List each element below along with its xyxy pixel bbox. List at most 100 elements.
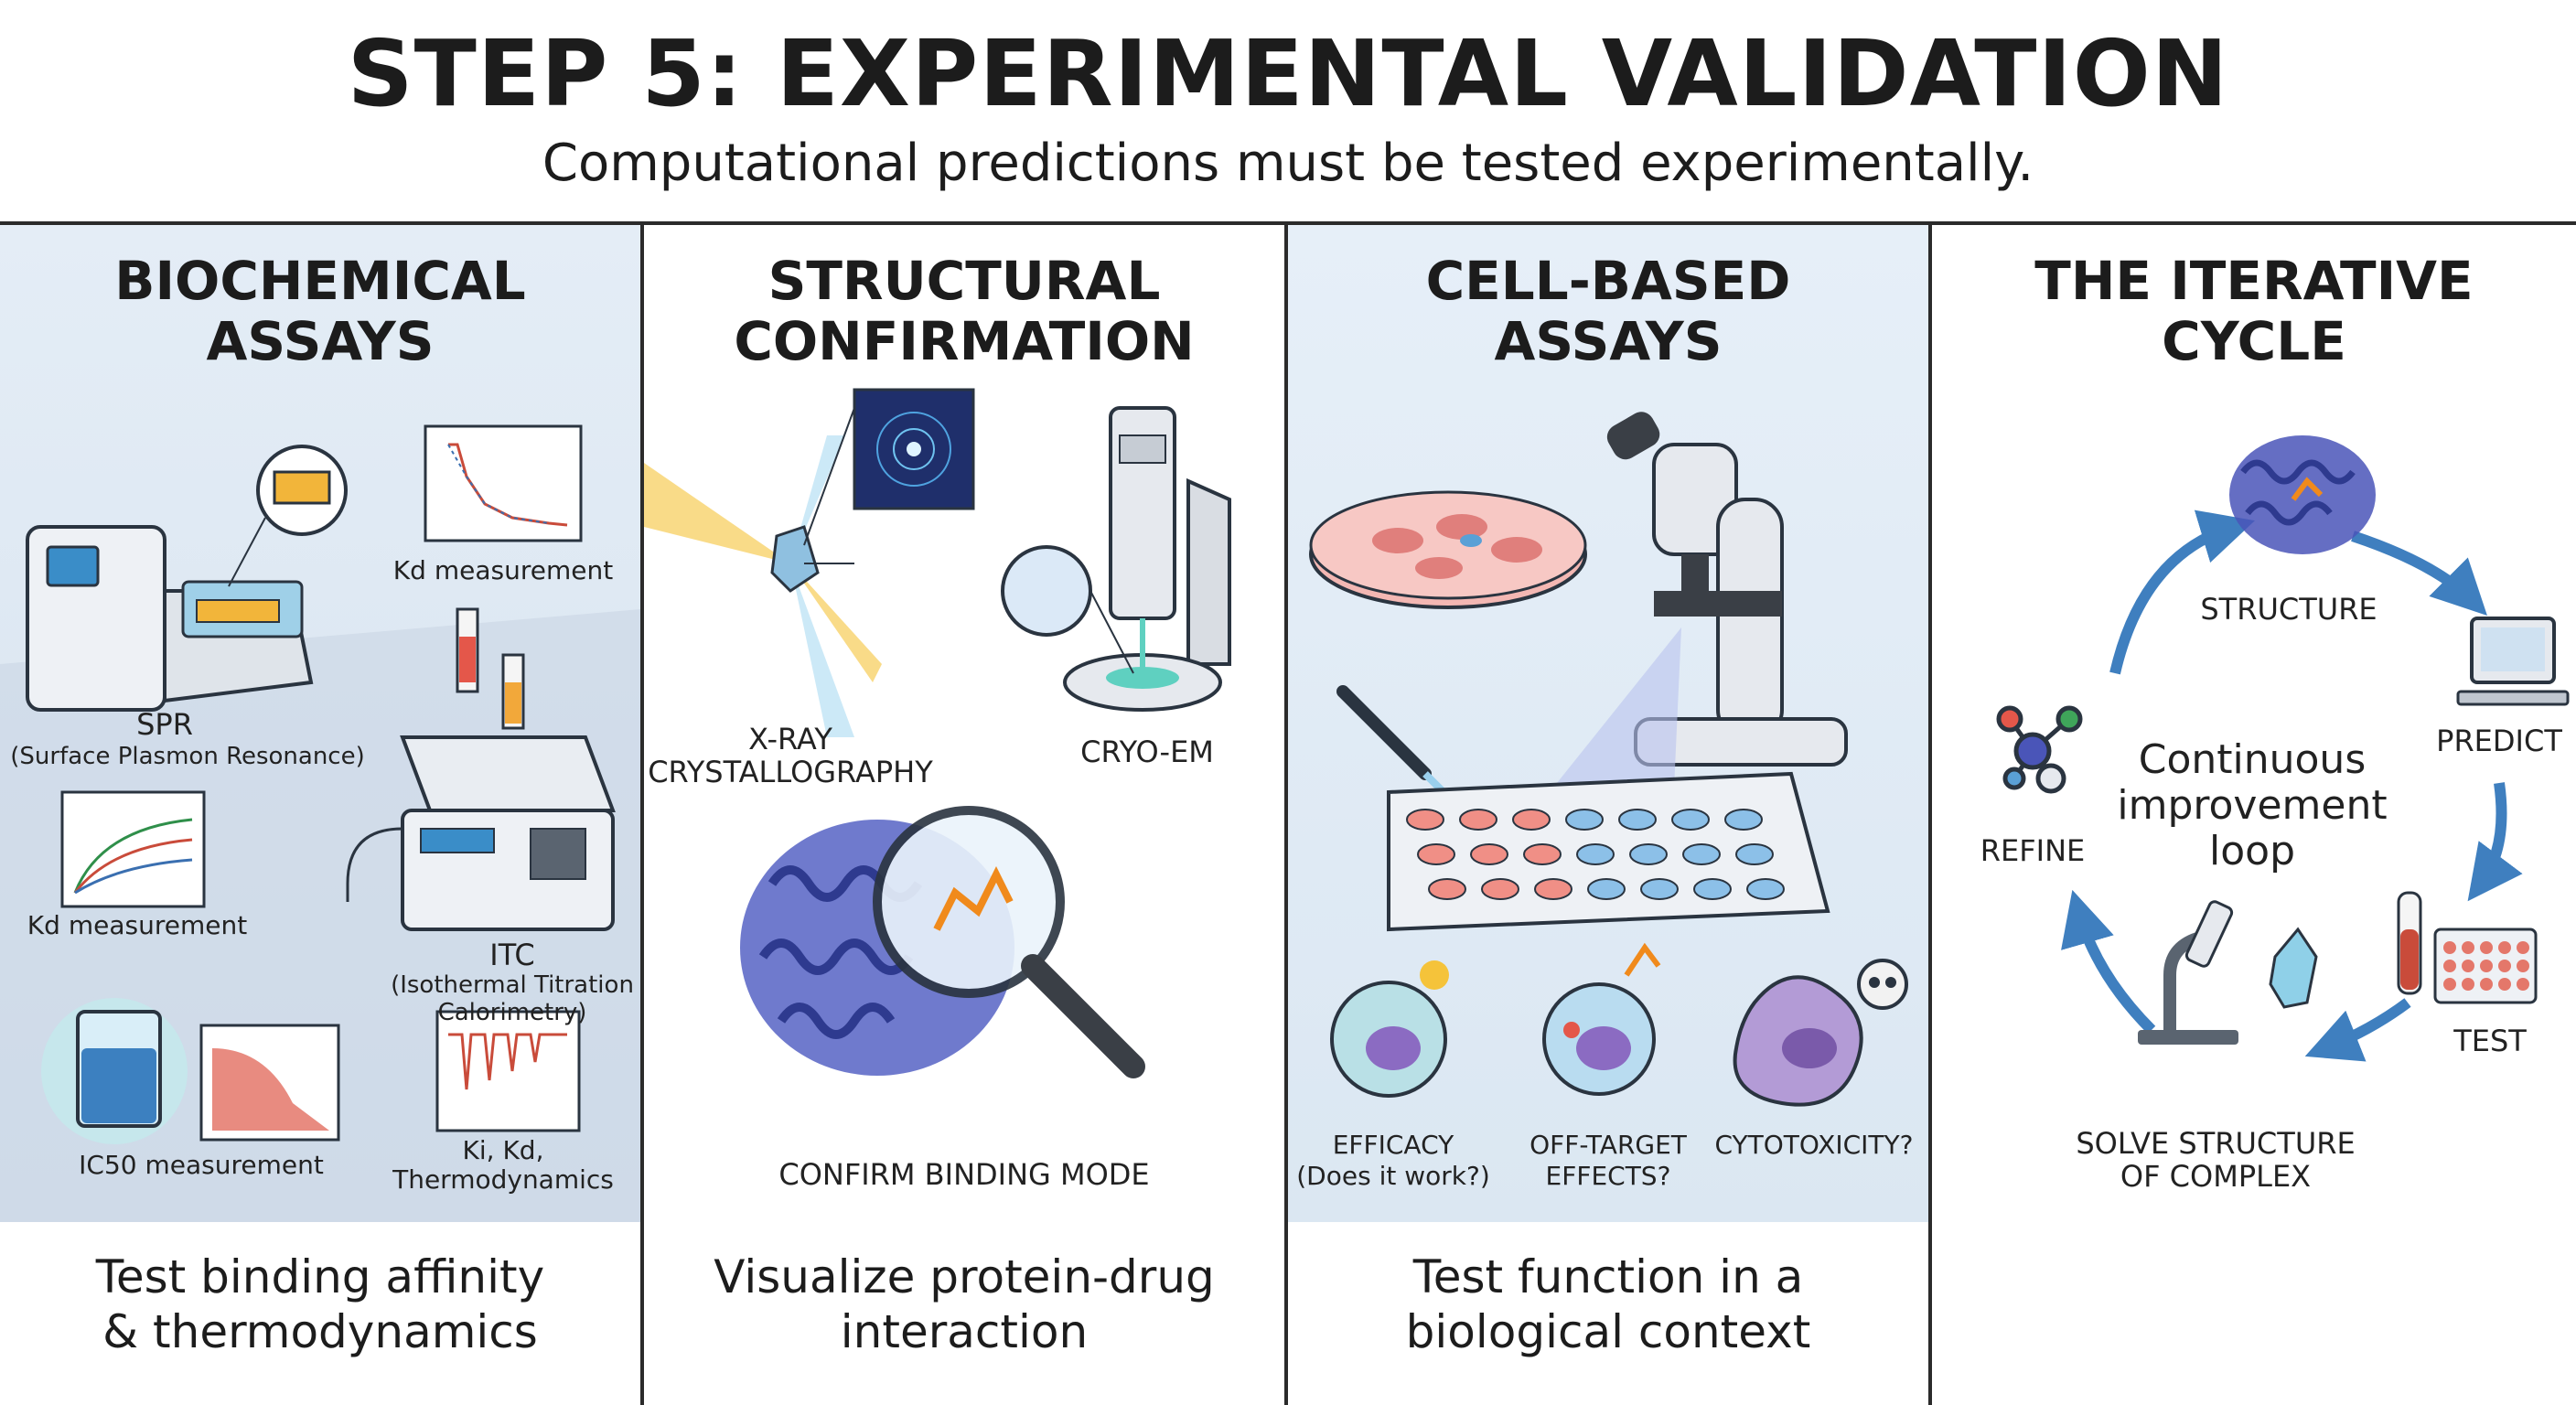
well	[2517, 960, 2529, 972]
panel-title-line: CELL-BASED	[1425, 250, 1791, 312]
well	[1693, 878, 1732, 900]
cycle-center-label-3: loop	[2209, 828, 2295, 874]
cycle-arrow-icon	[2061, 509, 2523, 1062]
well	[2443, 978, 2456, 991]
thermo-label-1: Ki, Kd,	[462, 1135, 544, 1165]
panel-title-line: CYCLE	[2162, 310, 2346, 372]
panel-title-line: ASSAYS	[206, 310, 435, 372]
cell-icon	[1542, 942, 1661, 1096]
confirm-binding-label: CONFIRM BINDING MODE	[778, 1157, 1150, 1192]
panel-caption: Visualize protein-drug interaction	[644, 1249, 1284, 1359]
thermogram-icon	[435, 1010, 581, 1132]
well	[2498, 978, 2511, 991]
panel-structural-confirmation: STRUCTURAL CONFIRMATION	[644, 225, 1284, 1405]
page-title: STEP 5: EXPERIMENTAL VALIDATION	[347, 20, 2229, 127]
kd-graph-icon	[424, 424, 583, 542]
beaker-icon	[41, 998, 188, 1144]
well	[1470, 843, 1508, 865]
panel-title: CELL-BASED ASSAYS	[1288, 251, 1928, 371]
caption-line: & thermodynamics	[102, 1305, 538, 1358]
panel-title-line: THE ITERATIVE	[2034, 250, 2474, 312]
panel-title-line: ASSAYS	[1494, 310, 1723, 372]
protein-structure-icon	[2229, 435, 2376, 554]
panel-divider	[640, 225, 644, 1405]
cycle-center-label-1: Continuous	[2138, 736, 2367, 783]
cycle-solve-label-2: OF COMPLEX	[2120, 1159, 2312, 1194]
well	[1512, 809, 1551, 831]
well	[1406, 809, 1444, 831]
caption-line: Test binding affinity	[95, 1250, 545, 1303]
well	[2462, 941, 2474, 954]
panel-title-line: STRUCTURAL	[767, 250, 1161, 312]
crystal-icon	[2269, 927, 2318, 1009]
cycle-refine-label: REFINE	[1980, 833, 2086, 868]
well	[1618, 809, 1657, 831]
well	[1417, 843, 1455, 865]
well	[1481, 878, 1519, 900]
petri-dish-icon	[1309, 490, 1587, 609]
well	[1576, 843, 1615, 865]
xray-beam-icon	[644, 435, 882, 737]
itc-instrument-icon	[400, 607, 616, 931]
well	[2498, 960, 2511, 972]
panel-caption: Test function in a biological context	[1288, 1249, 1928, 1359]
computer-icon	[2456, 617, 2570, 706]
ic50-label: IC50 measurement	[79, 1150, 324, 1180]
well	[2517, 978, 2529, 991]
well	[2480, 960, 2493, 972]
panel-title: BIOCHEMICAL ASSAYS	[0, 251, 640, 371]
itc-full-label-1: (Isothermal Titration	[391, 971, 634, 999]
well	[2480, 941, 2493, 954]
xray-label-1: X-RAY	[748, 722, 832, 756]
cycle-illustration	[1996, 435, 2570, 1062]
cycle-center-label-2: improvement	[2117, 782, 2388, 829]
caption-line: biological context	[1405, 1305, 1811, 1358]
kd-bottom-label: Kd measurement	[27, 910, 248, 940]
test-tube-icon	[2397, 891, 2422, 995]
well	[2480, 978, 2493, 991]
panel-title-line: BIOCHEMICAL	[114, 250, 526, 312]
well	[1629, 843, 1668, 865]
cycle-test-label: TEST	[2453, 1024, 2527, 1058]
panel-biochemical-assays: BIOCHEMICAL ASSAYS	[0, 225, 640, 1405]
well	[2462, 960, 2474, 972]
cycle-structure-label: STRUCTURE	[2200, 592, 2377, 627]
panel-title: STRUCTURAL CONFIRMATION	[644, 251, 1284, 371]
biochemical-illustration	[0, 424, 640, 1222]
well	[2443, 941, 2456, 954]
cytotoxicity-label: CYTOTOXICITY?	[1714, 1130, 1914, 1160]
off-target-label-2: EFFECTS?	[1545, 1161, 1671, 1191]
well	[1428, 878, 1466, 900]
spr-label: SPR	[136, 707, 193, 742]
panel-iterative-cycle: THE ITERATIVE CYCLE	[1932, 225, 2576, 1405]
thermo-label-2: Thermodynamics	[392, 1164, 614, 1195]
panel-title-line: CONFIRMATION	[734, 310, 1195, 372]
microscope-icon	[1606, 412, 1848, 767]
well	[1523, 843, 1562, 865]
itc-full-label-2: Calorimetry)	[437, 999, 587, 1026]
cryo-em-label: CRYO-EM	[1080, 735, 1214, 769]
panel-cell-based-assays: CELL-BASED ASSAYS	[1288, 225, 1928, 1405]
well	[1671, 809, 1710, 831]
well-plate-icon	[1387, 771, 1830, 932]
page-subtitle: Computational predictions must be tested…	[542, 134, 2034, 193]
off-target-label-1: OFF-TARGET	[1530, 1130, 1687, 1160]
cell-illustration	[1309, 412, 1908, 1107]
skull-icon	[1857, 959, 1908, 1010]
well	[2462, 978, 2474, 991]
well	[2443, 960, 2456, 972]
kd-top-label: Kd measurement	[392, 555, 614, 585]
well	[1724, 809, 1763, 831]
magnifier-icon	[873, 806, 1145, 1078]
caption-line: interaction	[840, 1305, 1089, 1358]
well	[2498, 941, 2511, 954]
caption-line: Visualize protein-drug	[714, 1250, 1215, 1303]
spr-instrument-icon	[26, 525, 314, 712]
structural-illustration	[644, 388, 1231, 1078]
ic50-graph-icon	[199, 1024, 340, 1142]
well	[1459, 809, 1497, 831]
xray-label-2: CRYSTALLOGRAPHY	[648, 755, 933, 789]
spr-full-label: (Surface Plasmon Resonance)	[10, 743, 365, 770]
sensorgram-icon	[60, 790, 206, 908]
well	[1682, 843, 1721, 865]
